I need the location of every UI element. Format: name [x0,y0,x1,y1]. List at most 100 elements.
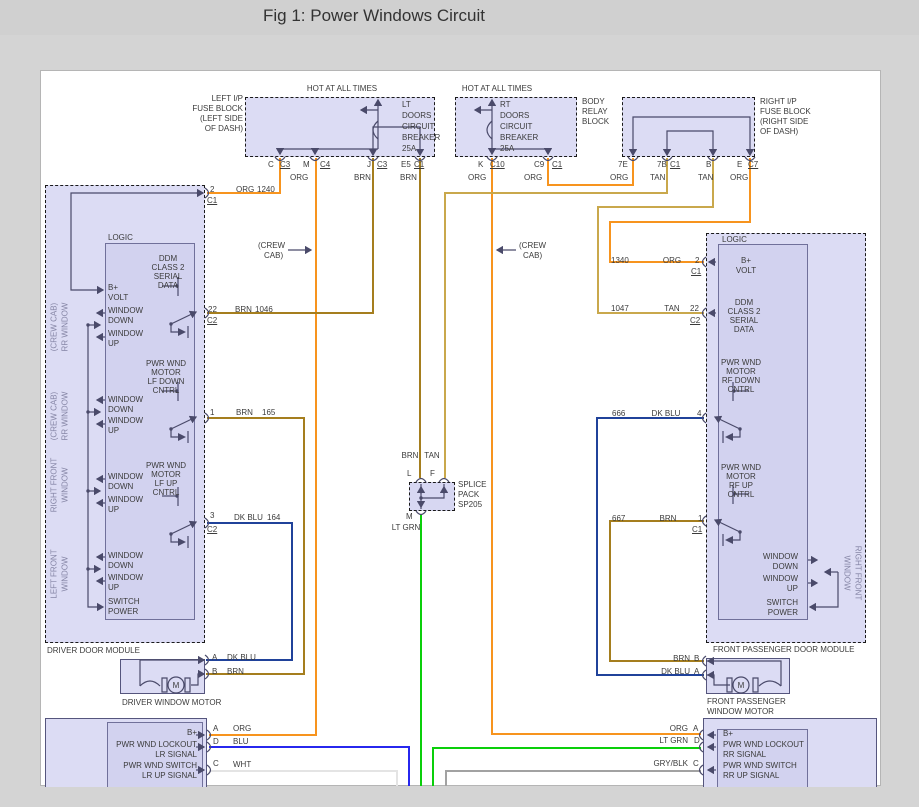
symbol [698,729,704,741]
symbol [725,433,733,441]
symbol [204,187,210,199]
symbol [632,116,751,155]
symbol [666,130,714,155]
title-bar: Fig 1: Power Windows Circuit [0,0,919,35]
symbol [701,412,707,424]
symbol [204,517,210,529]
symbol [309,156,321,162]
junction-dot [86,567,90,571]
splice-pack-box [409,482,455,511]
wire [596,417,704,676]
symbol [170,415,198,430]
wire [206,417,305,675]
symbol [70,192,203,291]
wire [597,158,714,314]
junction-dot [419,496,423,500]
symbol [372,126,421,155]
symbol [170,429,178,438]
symbol [178,538,186,546]
symbol [87,325,105,612]
symbol [204,307,210,319]
symbol [421,484,445,499]
symbol [713,415,741,430]
symbol [139,680,161,687]
page-bottom-margin [0,787,919,807]
symbol [170,310,198,325]
symbol [415,510,427,516]
symbol [758,680,782,687]
symbol [139,659,205,686]
symbol [486,156,498,162]
figure-title: Fig 1: Power Windows Circuit [262,6,486,25]
junction-dot [175,389,179,393]
junction-dot [732,389,736,393]
junction-dot [732,492,736,496]
symbol [170,324,178,333]
wire [609,158,751,263]
symbol [701,655,707,667]
passenger-logic-box [718,244,808,620]
symbol [701,515,707,527]
symbol [204,412,210,424]
symbol [698,764,704,776]
symbol [725,536,733,544]
symbol [733,429,741,438]
symbol [808,572,839,612]
symbol [206,741,212,753]
wire [209,158,317,736]
lr-switch-inner-box [107,722,203,793]
wire [209,770,398,786]
symbol [701,256,707,268]
symbol [161,677,168,693]
symbols-layer [70,98,839,776]
wire [206,522,293,661]
symbol [701,669,707,681]
junction-dot [86,410,90,414]
wire [609,520,704,662]
symbol [414,156,426,162]
symbol [204,668,210,680]
symbol [178,328,186,336]
symbol [274,156,286,162]
junction-dot [175,284,179,288]
symbol [372,120,379,140]
symbol [752,677,759,693]
symbol [204,654,210,666]
symbol [486,120,493,140]
symbol [170,520,198,535]
wire [207,158,281,194]
symbol [698,741,704,753]
driver-logic-box [105,243,195,620]
junction-dot [86,323,90,327]
right-ip-fuse-block-box [622,97,755,157]
junction-dot [175,494,179,498]
wire [209,746,410,786]
symbol [438,477,450,483]
symbol [191,673,205,686]
symbol [170,534,178,543]
wire [491,158,701,735]
symbol [367,156,379,162]
symbol [726,677,733,693]
symbol [733,532,741,541]
wire [547,158,634,186]
symbol [627,156,639,162]
symbol [542,156,554,162]
symbol [706,660,782,686]
symbol [178,433,186,441]
symbol [415,477,427,483]
symbol [661,156,673,162]
symbol [701,307,707,319]
symbol [707,156,719,162]
wire [444,158,668,478]
junction-dot [86,489,90,493]
symbol [184,677,191,693]
wires-layer [206,158,751,786]
symbol [713,518,741,533]
symbol [206,729,212,741]
symbol [206,764,212,776]
wire [445,770,701,786]
wire [432,747,701,786]
